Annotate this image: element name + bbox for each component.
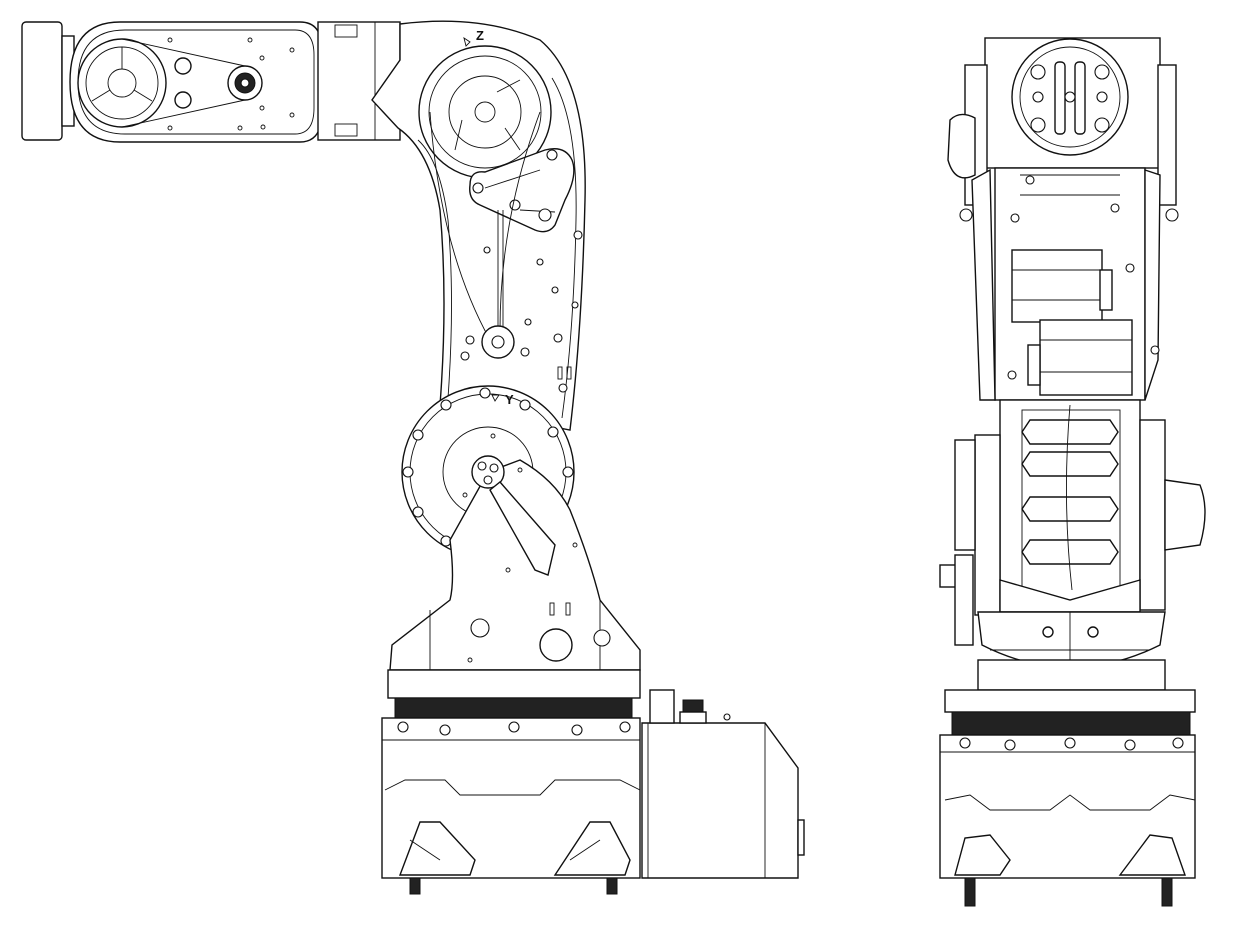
joint-label-y: Y [505,392,514,407]
front-slots [1021,404,1119,591]
side-base [381,669,805,895]
joint-label-z: Z [476,28,484,43]
front-wrist-housing [947,37,1177,206]
end-effector [21,21,75,141]
upper-arm: Z [371,20,586,431]
front-view [939,37,1206,907]
front-upper-arm [959,167,1179,401]
front-base [939,611,1196,907]
forearm-link [69,21,323,143]
lower-arm [389,433,641,671]
side-view: Z Y [21,20,805,895]
front-lower-arm [939,399,1206,646]
